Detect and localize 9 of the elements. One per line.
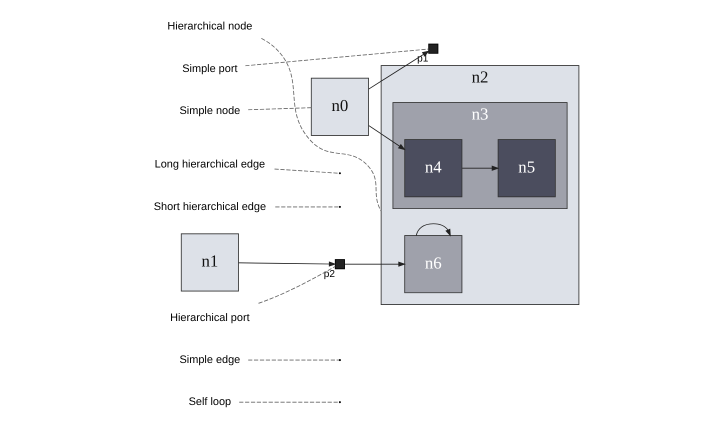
node-label: p2 — [324, 268, 335, 280]
node-text: Hierarchical port — [170, 312, 250, 324]
node-text: Long hierarchical edge — [154, 158, 266, 171]
node-text: Simple edge — [180, 354, 240, 366]
node-text: Simple node — [180, 104, 240, 117]
node-text: Hierarchical node — [167, 20, 252, 33]
node-text: Simple port — [182, 62, 238, 75]
node-text: Short hierarchical edge — [154, 200, 266, 213]
node-text: Self loop — [188, 396, 232, 408]
